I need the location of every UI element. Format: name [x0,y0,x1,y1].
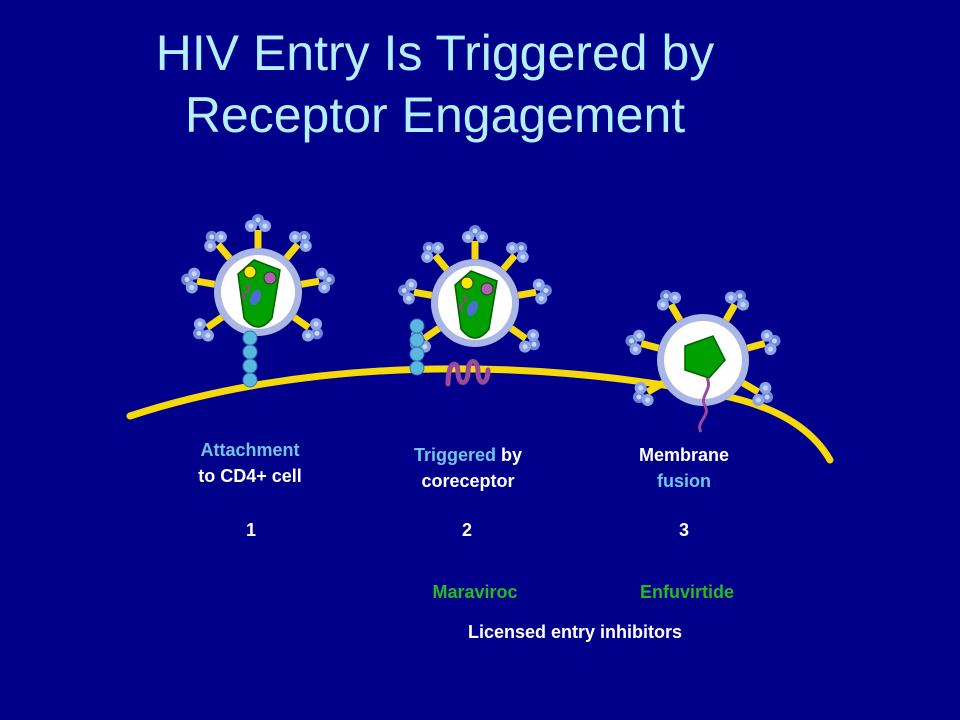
step-2-label: Triggered by coreceptor [378,442,558,494]
hiv-virion-icon [622,284,784,433]
step-3-label-line-2: fusion [657,471,711,491]
step-1-label-line-2: to CD4+ cell [198,466,302,486]
step-2-label-line-1: Triggered by [378,442,558,468]
cd4-receptor-icon [409,318,425,376]
step-2-label-line-2: coreceptor [421,471,515,491]
step-1-label: Attachment to CD4+ cell [160,437,340,489]
cd4-receptor-icon [242,330,258,388]
drug-maraviroc: Maraviroc [432,582,518,602]
licensed-entry-inhibitors-label: Licensed entry inhibitors [467,622,683,642]
page-title: HIV Entry Is Triggered by Receptor Engag… [0,22,870,146]
hiv-virion-icon [178,214,338,348]
drug-enfuvirtide: Enfuvirtide [639,582,734,602]
cell-membrane-icon [126,365,834,464]
step-2-label-rest: by [496,445,523,465]
step-3-label: Membrane fusion [594,442,774,494]
hiv-virion-icon [395,225,555,359]
step-1-label-line-1: Attachment [200,440,300,460]
title-line-2: Receptor Engagement [184,87,686,143]
step-3-number: 3 [678,520,689,540]
title-line-1: HIV Entry Is Triggered by [155,25,715,81]
step-2-number: 2 [461,520,472,540]
step-2-label-highlight: Triggered [413,445,496,465]
step-1-number: 1 [245,520,256,540]
step-3-label-line-1: Membrane [638,445,730,465]
coreceptor-icon [445,359,491,387]
